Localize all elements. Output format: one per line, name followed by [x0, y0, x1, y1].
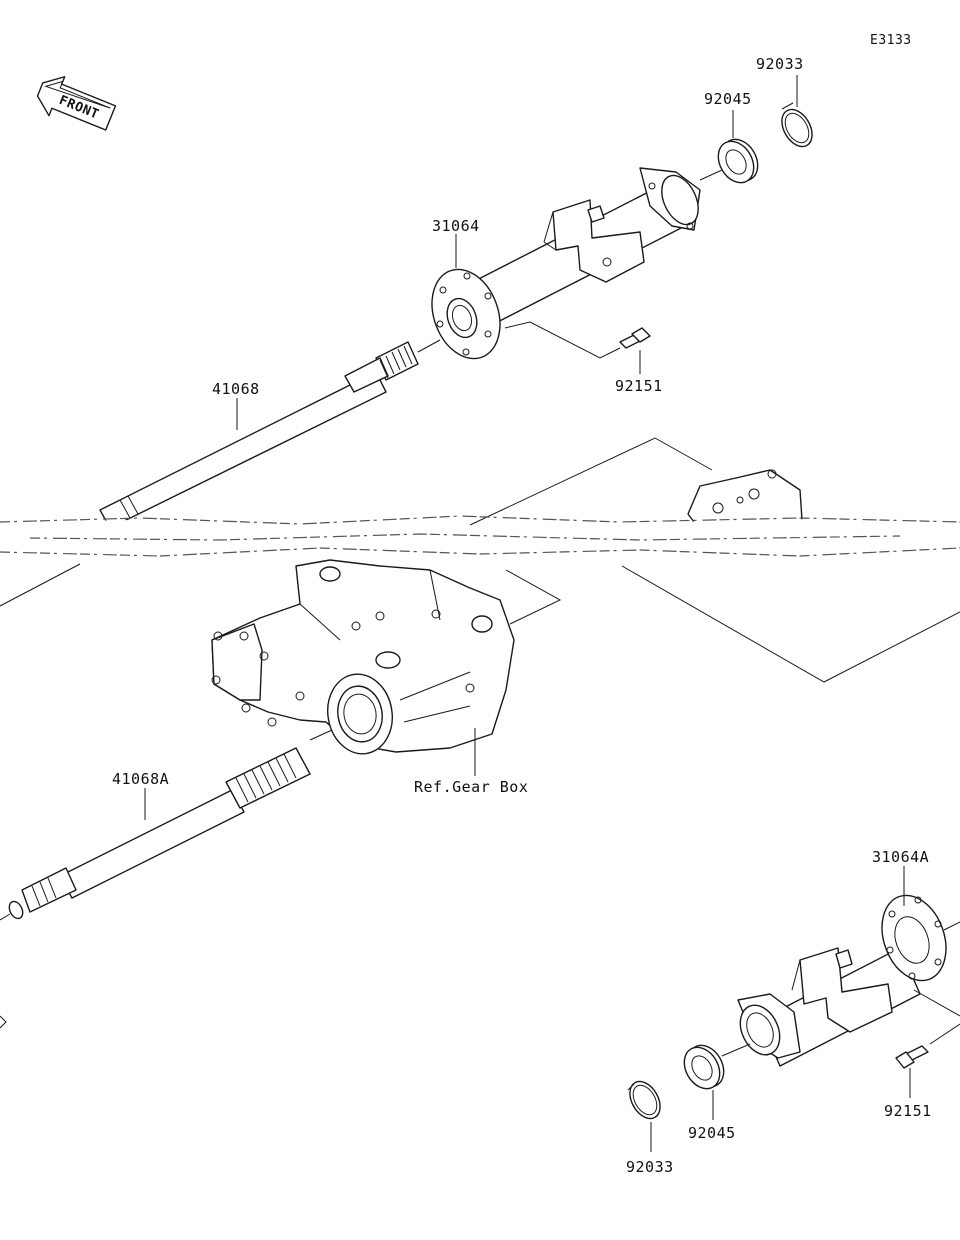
label-housing-lower: 31064A — [872, 848, 929, 866]
drive-shaft-lower[interactable] — [7, 747, 311, 921]
snap-ring-upper[interactable] — [776, 102, 819, 152]
axis-line-lower-mid — [309, 729, 333, 741]
label-bolt-lower: 92151 — [884, 1102, 932, 1120]
leader-bolt-upper-bracket — [504, 321, 621, 359]
label-bolt-upper: 92151 — [615, 377, 663, 395]
label-housing-upper: 31064 — [432, 217, 480, 235]
drive-shaft-upper[interactable] — [99, 341, 419, 529]
leader-bolt-lower-right — [929, 1023, 960, 1045]
label-snap-ring-upper: 92033 — [756, 55, 804, 73]
front-arrow-icon: FRONT — [36, 76, 117, 131]
label-bearing-lower: 92045 — [688, 1124, 736, 1142]
snap-ring-lower[interactable] — [624, 1076, 667, 1124]
ref-line-left — [0, 563, 81, 607]
axis-line-upper-left — [417, 339, 441, 353]
ref-box-right — [621, 565, 960, 683]
label-shaft-upper: 41068 — [212, 380, 260, 398]
ref-box-gear — [505, 569, 562, 625]
bolt-upper[interactable] — [619, 327, 651, 349]
bolt-lower[interactable] — [895, 1045, 929, 1069]
axle-housing-lower[interactable] — [733, 886, 958, 1067]
axis-line-lower-left — [0, 913, 11, 921]
diagram-code: E3133 — [870, 33, 912, 48]
ref-box-upper — [469, 437, 713, 526]
label-shaft-lower: 41068A — [112, 770, 169, 788]
ref-mark-left-lower — [0, 1015, 7, 1029]
label-gear-box: Ref.Gear Box — [414, 778, 528, 796]
axis-line-lower-right — [943, 921, 960, 931]
leader-bolt-lower-bracket — [913, 989, 960, 1017]
gear-box — [211, 559, 515, 755]
torn-page-strip — [0, 515, 960, 558]
axis-line-upper-right — [699, 169, 723, 181]
bearing-lower[interactable] — [677, 1039, 731, 1095]
axle-housing-upper[interactable] — [420, 167, 705, 368]
axis-line-lower-bearing — [721, 1043, 751, 1057]
bearing-upper[interactable] — [711, 133, 765, 189]
label-bearing-upper: 92045 — [704, 90, 752, 108]
label-snap-ring-lower: 92033 — [626, 1158, 674, 1176]
